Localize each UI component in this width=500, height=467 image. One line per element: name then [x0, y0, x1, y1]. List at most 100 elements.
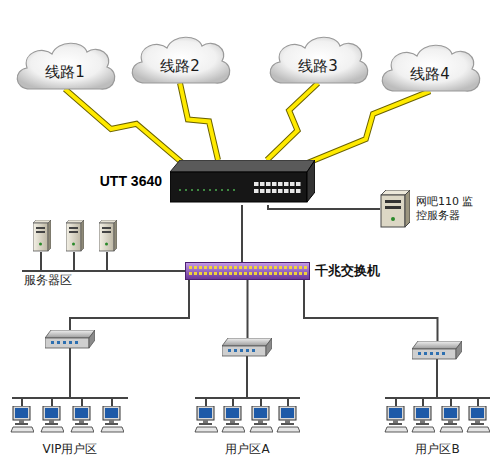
router-led — [185, 189, 187, 191]
router-port — [296, 182, 301, 186]
switch-port — [254, 266, 257, 269]
switch-port — [204, 266, 207, 269]
router-port — [272, 182, 277, 186]
switch-port — [229, 266, 232, 269]
switch-port — [239, 266, 242, 269]
cloud-node: 线路3 — [263, 31, 373, 93]
router-led — [227, 189, 229, 191]
switch-port — [224, 266, 227, 269]
switch-port — [194, 266, 197, 269]
switch-port — [219, 272, 222, 275]
lightning-bolt — [180, 83, 218, 160]
switch-port — [299, 272, 302, 275]
server-icon — [66, 220, 84, 251]
switch-port — [259, 272, 262, 275]
switch-port — [239, 272, 242, 275]
lightning-bolt — [305, 91, 430, 164]
connector — [247, 280, 248, 338]
node-label: VIP用户区 — [5, 442, 135, 456]
lightning-connector — [65, 89, 186, 166]
zone-node: 用户区A — [185, 338, 310, 460]
server-icon — [33, 220, 51, 251]
connector — [242, 205, 243, 262]
lightning-connector — [180, 83, 218, 160]
router-port — [260, 182, 265, 186]
switch-port — [209, 272, 212, 275]
cloud-node: 线路2 — [125, 31, 235, 93]
cloud-outline — [17, 43, 115, 89]
switch-port — [284, 266, 287, 269]
switch-port — [274, 266, 277, 269]
switch-body — [186, 263, 310, 280]
server-front — [381, 195, 405, 227]
connector — [135, 271, 185, 272]
connector — [268, 205, 380, 209]
wire — [247, 280, 249, 338]
switch-port — [194, 272, 197, 275]
router-led — [233, 189, 235, 191]
node-label: 用户区B — [380, 442, 495, 456]
router-node: UTT 3640 — [170, 160, 315, 205]
switch-port — [299, 266, 302, 269]
switch-port — [289, 272, 292, 275]
switch-port — [234, 272, 237, 275]
router-port — [284, 182, 289, 186]
server-shape — [380, 190, 410, 228]
node-label: 用户区A — [185, 442, 310, 456]
switch-port — [219, 266, 222, 269]
node-label: 网吧110 监控服务器 — [416, 195, 480, 223]
switch-port — [304, 266, 307, 269]
cloud-node: 线路4 — [375, 39, 485, 101]
server-node: 网吧110 监控服务器 — [380, 190, 410, 228]
switch-port — [189, 272, 192, 275]
switch-node: 千兆交换机 — [185, 262, 310, 280]
lightning-bolt — [65, 89, 186, 166]
switch-port — [249, 272, 252, 275]
node-label: UTT 3640 — [100, 173, 162, 189]
router-port — [278, 189, 283, 193]
switch-port — [264, 272, 267, 275]
switch-port — [234, 266, 237, 269]
switch-port — [189, 266, 192, 269]
switch-port — [209, 266, 212, 269]
switch-port — [294, 272, 297, 275]
lightning-outline — [305, 91, 430, 164]
switch-port — [199, 266, 202, 269]
wire — [241, 205, 243, 262]
router-port — [272, 189, 277, 193]
hub-icon — [45, 330, 95, 348]
router-shape — [170, 160, 315, 205]
server-led — [391, 217, 395, 221]
switch-port — [249, 266, 252, 269]
switch-port — [279, 266, 282, 269]
router-port — [266, 189, 271, 193]
hub-icon — [412, 341, 462, 359]
switch-shape — [185, 262, 310, 280]
wire — [268, 205, 380, 209]
router-port — [266, 182, 271, 186]
zone-node: 服务器区 — [18, 208, 135, 290]
router-led — [215, 189, 217, 191]
cloud-outline — [270, 37, 368, 83]
switch-port — [259, 266, 262, 269]
switch-port — [269, 272, 272, 275]
computer-row — [11, 406, 490, 432]
wire — [135, 270, 185, 272]
switch-port — [229, 272, 232, 275]
node-label: 千兆交换机 — [315, 262, 380, 280]
switch-port — [294, 266, 297, 269]
zone-node: VIP用户区 — [5, 330, 135, 460]
wire — [70, 280, 189, 330]
node-label: 线路1 — [45, 63, 85, 82]
lightning-outline — [65, 89, 186, 166]
server-bus — [22, 252, 135, 271]
router-port — [284, 189, 289, 193]
server-side — [405, 190, 410, 227]
switch-port — [244, 272, 247, 275]
router-port — [290, 182, 295, 186]
router-port — [296, 189, 301, 193]
node-label: 线路2 — [160, 57, 200, 76]
switch-port — [204, 272, 207, 275]
node-label: 线路4 — [410, 65, 450, 84]
switch-port — [214, 266, 217, 269]
